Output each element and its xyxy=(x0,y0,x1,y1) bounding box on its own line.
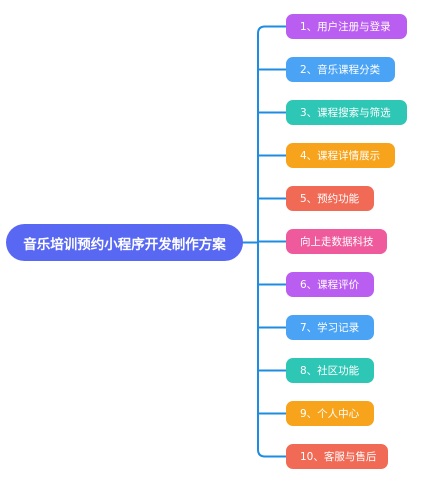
branch-node-5[interactable]: 5、预约功能 xyxy=(286,186,374,211)
branch-node-10[interactable]: 10、客服与售后 xyxy=(286,444,388,469)
branch-node-company[interactable]: 向上走数据科技 xyxy=(286,229,387,254)
root-topic[interactable]: 音乐培训预约小程序开发制作方案 xyxy=(6,224,243,261)
branch-node-4[interactable]: 4、课程详情展示 xyxy=(286,143,395,168)
branch-node-3[interactable]: 3、课程搜索与筛选 xyxy=(286,100,407,125)
branch-node-1[interactable]: 1、用户注册与登录 xyxy=(286,14,407,39)
branch-node-7[interactable]: 7、学习记录 xyxy=(286,315,374,340)
branch-node-8[interactable]: 8、社区功能 xyxy=(286,358,374,383)
branch-node-9[interactable]: 9、个人中心 xyxy=(286,401,374,426)
branch-node-2[interactable]: 2、音乐课程分类 xyxy=(286,57,395,82)
branch-node-6[interactable]: 6、课程评价 xyxy=(286,272,374,297)
branch-connector-11 xyxy=(257,448,287,458)
branch-connector-1 xyxy=(257,25,287,35)
